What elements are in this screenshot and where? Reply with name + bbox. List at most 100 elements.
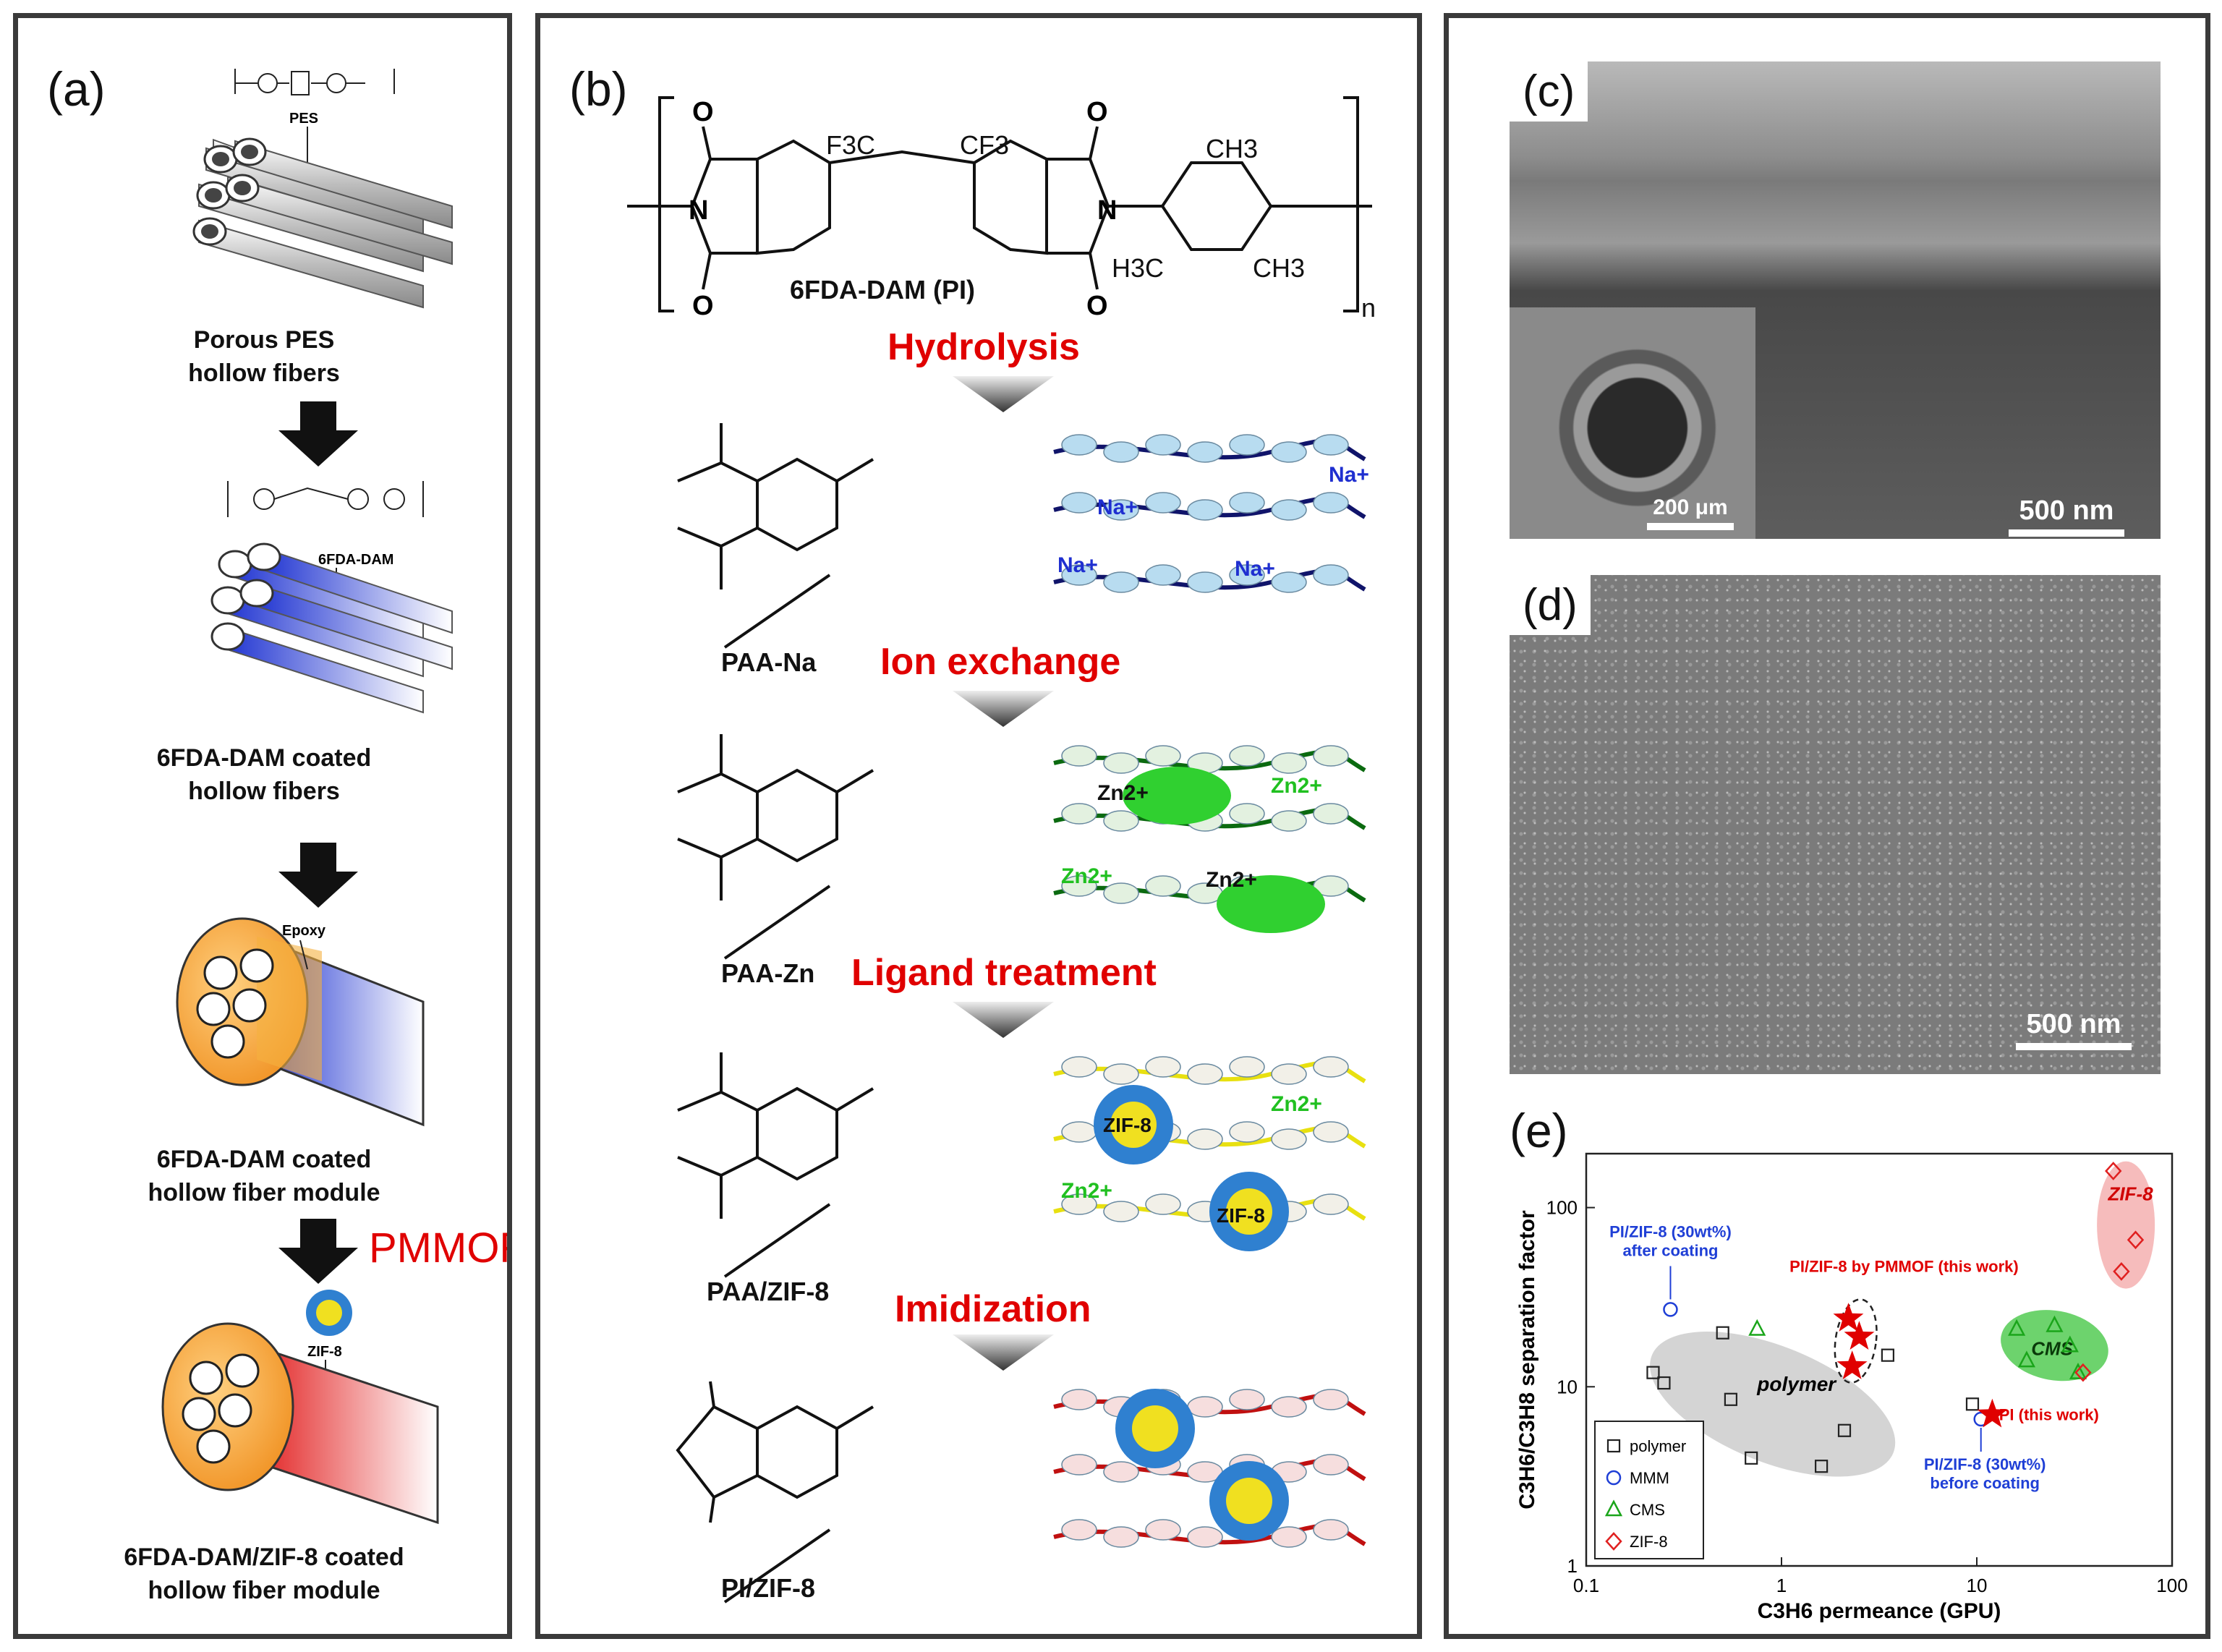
data-point-cms: [2017, 1350, 2035, 1368]
data-point-cms: [1748, 1319, 1766, 1336]
step-arrow-icon: [953, 691, 1054, 727]
monomer-bead: [1187, 1063, 1223, 1085]
data-point-polymer: [1606, 1439, 1621, 1453]
step-ion-exchange: Ion exchange: [880, 641, 1121, 683]
monomer-bead: [1103, 1063, 1139, 1085]
dam-label: 6FDA-DAM: [318, 552, 393, 568]
legend-entry: CMS: [1630, 1501, 1665, 1519]
step-arrow-icon: [953, 1334, 1054, 1371]
monomer-bead: [1145, 564, 1181, 586]
zif8-core-icon: [1226, 1478, 1272, 1524]
monomer-bead: [1313, 1519, 1349, 1541]
monomer-bead: [1187, 571, 1223, 593]
paa-na-structure-icon: [677, 423, 874, 649]
caption-zif-module: 6FDA-DAM/ZIF-8 coated hollow fiber modul…: [124, 1544, 404, 1604]
monomer-bead: [1313, 1389, 1349, 1410]
panel-e-label: (e): [1510, 1104, 1568, 1157]
monomer-bead: [1271, 752, 1307, 774]
monomer-bead: [1103, 752, 1139, 774]
data-point-polymer: [1657, 1376, 1671, 1390]
data-point-zif8: [2127, 1230, 2145, 1250]
data-point-polymer: [1837, 1423, 1852, 1437]
scale-c: 500 nm: [2009, 495, 2124, 537]
legend-entry: polymer: [1630, 1437, 1686, 1455]
monomer-bead: [1061, 1121, 1097, 1143]
monomer-bead: [1271, 1063, 1307, 1085]
na-ion-label: Na+: [1329, 463, 1369, 487]
svg-text:O: O: [692, 291, 714, 321]
sem-cross-section: 200 μm 500 nm: [1510, 61, 2161, 539]
y-tick-label: 100: [1546, 1197, 1578, 1219]
monomer-bead: [1145, 1519, 1181, 1541]
na-ion-label: Na+: [1057, 553, 1098, 577]
module-icon: [176, 917, 425, 1127]
panel-a-label: (a): [47, 62, 106, 116]
data-point-this-work: [1844, 1321, 1875, 1350]
pes-structure-icon: [234, 69, 395, 95]
monomer-bead: [1103, 441, 1139, 463]
monomer-bead: [1271, 499, 1307, 521]
step-hydrolysis: Hydrolysis: [887, 326, 1080, 368]
region-cms-label: CMS: [2031, 1338, 2073, 1360]
zn-cluster-icon: [1217, 875, 1325, 933]
monomer-bead: [1103, 1526, 1139, 1548]
region-cms: [2001, 1310, 2108, 1381]
monomer-bead: [1187, 1396, 1223, 1418]
legend-entry: MMM: [1630, 1469, 1669, 1487]
monomer-bead: [1187, 1128, 1223, 1150]
monomer-bead: [1103, 571, 1139, 593]
monomer-bead: [1061, 875, 1097, 897]
x-tick-label: 1: [1776, 1575, 1787, 1596]
cf3-left-label: F3C: [826, 130, 876, 160]
x-tick-label: 100: [2156, 1575, 2187, 1596]
monomer-bead: [1145, 1056, 1181, 1078]
monomer-bead: [1229, 1121, 1265, 1143]
zif8-label: ZIF-8: [1217, 1204, 1265, 1227]
na-ion-label: Na+: [1097, 495, 1138, 519]
monomer-bead: [1061, 434, 1097, 456]
step-arrow-icon: [953, 376, 1054, 412]
step-ligand-treatment: Ligand treatment: [851, 952, 1157, 994]
scale-d: 500 nm: [2016, 1009, 2132, 1050]
na-ion-label: Na+: [1235, 557, 1275, 581]
monomer-bead: [1271, 1526, 1307, 1548]
zn-ion-label: Zn2+: [1271, 774, 1322, 798]
sem-surface: 500 nm: [1510, 575, 2161, 1074]
annotation-before-coating: PI/ZIF-8 (30wt%)before coating: [1924, 1455, 2046, 1492]
monomer-bead: [1271, 441, 1307, 463]
monomer-bead: [1145, 745, 1181, 767]
zif8-label: ZIF-8: [1103, 1114, 1152, 1136]
monomer-bead: [1061, 1389, 1097, 1410]
data-point-mmm: [1663, 1302, 1678, 1317]
monomer-bead: [1187, 441, 1223, 463]
paa-zn-structure-icon: [677, 734, 874, 960]
svg-text:O: O: [1086, 291, 1108, 321]
panel-c-label: (c): [1510, 61, 1588, 122]
monomer-bead: [1061, 1519, 1097, 1541]
epoxy-label: Epoxy: [282, 923, 326, 939]
zn-ion-label: Zn2+: [1271, 1092, 1322, 1116]
data-point-polymer: [1881, 1348, 1894, 1362]
monomer-bead: [1271, 571, 1307, 593]
dam-fibers-icon: [210, 542, 453, 714]
annotation-after-coating: PI/ZIF-8 (30wt%)after coating: [1609, 1222, 1732, 1259]
data-point-polymer: [1965, 1397, 1980, 1411]
pes-label: PES: [289, 111, 318, 127]
panel-b-diagram: N N O O O O: [627, 96, 1372, 1604]
data-point-polymer: [1815, 1460, 1829, 1473]
caption-dam-module: 6FDA-DAM coated hollow fiber module: [148, 1146, 380, 1206]
monomer-bead: [1229, 564, 1265, 586]
monomer-bead: [1229, 1389, 1265, 1410]
down-arrow-icon: [278, 843, 358, 908]
monomer-bead: [1145, 434, 1181, 456]
svg-text:O: O: [1086, 97, 1108, 127]
data-point-polymer: [1716, 1326, 1729, 1340]
region-zif8: [2097, 1161, 2155, 1289]
region-zif8-label: ZIF-8: [2107, 1183, 2153, 1204]
monomer-bead: [1229, 1056, 1265, 1078]
zif-module-icon: [161, 1322, 439, 1525]
step-arrow-icon: [953, 1002, 1054, 1038]
data-point-zif8: [2105, 1162, 2122, 1180]
data-point-this-work: [1833, 1303, 1864, 1332]
